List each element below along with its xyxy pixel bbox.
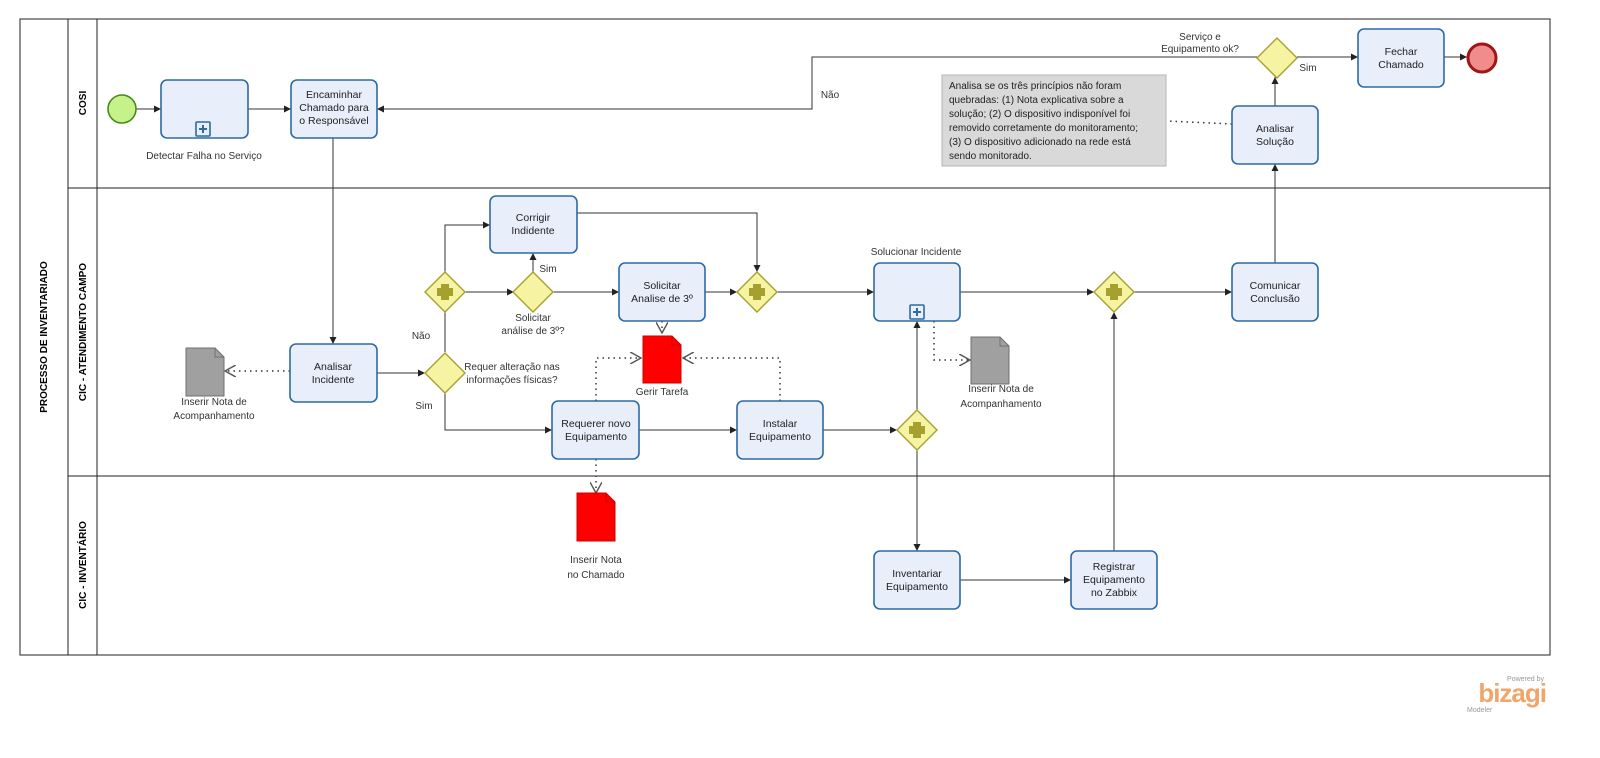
task-detectar-falha[interactable] — [160, 79, 249, 139]
lane-title-cosi: COSI — [78, 91, 89, 116]
lane-title-atendimento: CIC - ATENDIMENTO CAMPO — [78, 263, 89, 401]
gateway-servico-ok — [1256, 37, 1298, 79]
svg-text:Analisa se os três princípios: Analisa se os três princípios não foramq… — [949, 81, 1138, 162]
start-event — [107, 94, 137, 124]
document-nota-chamado — [576, 492, 616, 542]
document-nota-acompanhamento-1 — [185, 347, 225, 397]
flow-label-nao-alt: Não — [412, 331, 431, 342]
end-event — [1466, 42, 1498, 74]
sequence-flows — [136, 53, 1467, 584]
pool: PROCESSO DE INVENTARIADO COSI CIC - ATEN… — [19, 18, 1551, 656]
flow-label-sim-3: Sim — [539, 264, 556, 275]
pool-title: PROCESSO DE INVENTARIADO — [39, 261, 50, 413]
gateway-solicitar-3 — [512, 271, 554, 313]
task-detectar-label: Detectar Falha no Serviço — [146, 151, 262, 162]
gateway-parallel-split — [424, 271, 466, 313]
task-solucionar-label: Solucionar Incidente — [871, 247, 962, 258]
bizagi-logo: Powered by bizagi Modeler — [1467, 676, 1547, 714]
gateway-parallel-join-2 — [1093, 271, 1135, 313]
gateway-parallel-join-1 — [736, 271, 778, 313]
flow-label-sim-cosi: Sim — [1299, 63, 1316, 74]
gateway-parallel-inventario — [896, 409, 938, 451]
associations — [225, 120, 1233, 493]
document-gerir-tarefa — [642, 335, 682, 384]
svg-text:Modeler: Modeler — [1467, 707, 1493, 714]
flow-label-nao-cosi: Não — [821, 90, 840, 101]
svg-text:Powered by: Powered by — [1507, 676, 1544, 683]
gateway-requer-alteracao — [424, 352, 466, 394]
document-nota-acompanhamento-2 — [970, 336, 1010, 385]
lane-title-inventario: CIC - INVENTÁRIO — [76, 521, 89, 609]
document-gerir-label: Gerir Tarefa — [636, 387, 689, 398]
flow-label-sim-alt: Sim — [415, 401, 432, 412]
task-solucionar-incidente[interactable] — [873, 262, 961, 322]
svg-text:bizagi: bizagi — [1478, 678, 1546, 708]
